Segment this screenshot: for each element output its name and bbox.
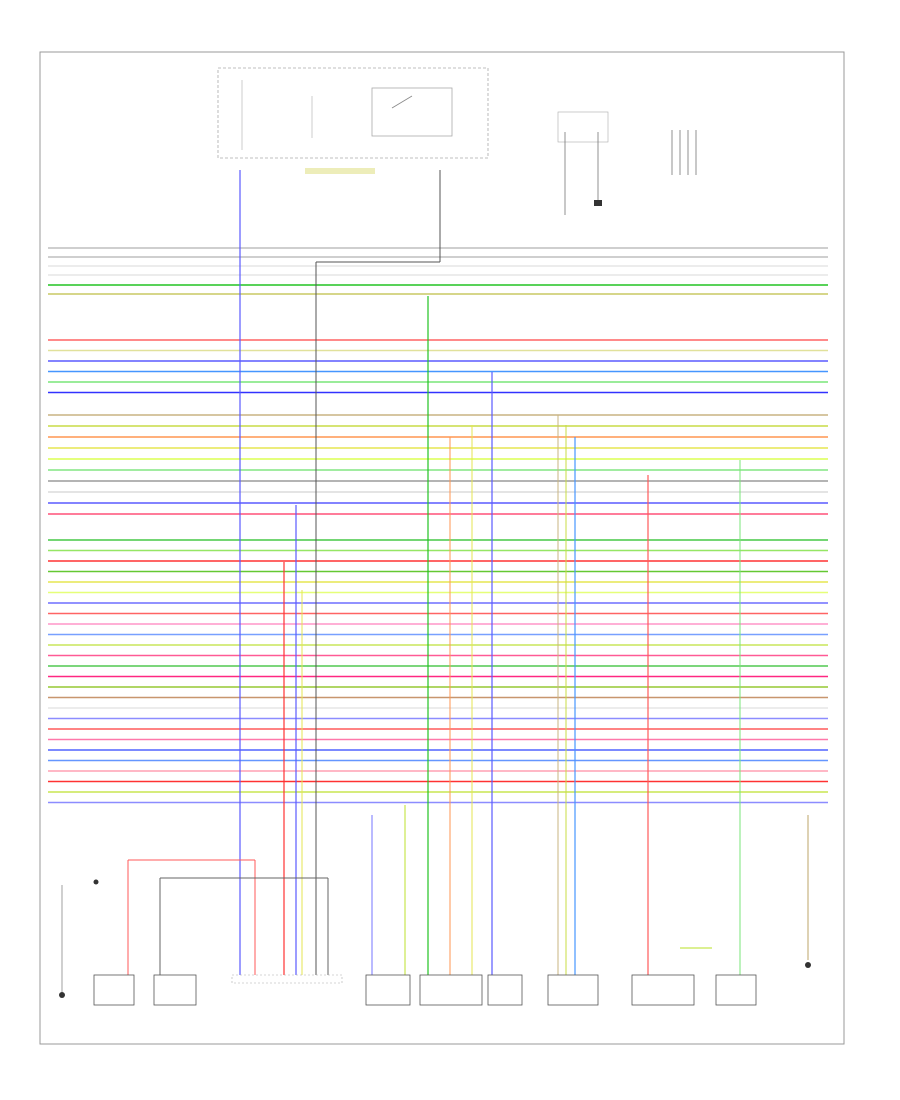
sensor-connector bbox=[671, 130, 697, 175]
wire-bus-group bbox=[48, 247, 828, 804]
connector-icon bbox=[365, 974, 411, 1006]
combination-meter bbox=[419, 974, 483, 1006]
component-box bbox=[153, 974, 197, 1006]
speed-sensor-box bbox=[547, 974, 599, 1006]
ecm-connector bbox=[231, 974, 343, 984]
vertical-wire-group bbox=[127, 170, 809, 975]
fuse-relay-box bbox=[217, 67, 489, 159]
switch-connector bbox=[557, 111, 609, 215]
stop-light-switch bbox=[631, 947, 712, 1006]
bottom-components bbox=[59, 879, 811, 1006]
sensor-icon bbox=[93, 879, 135, 1006]
fuse-box-icon bbox=[241, 80, 375, 174]
ground-icon bbox=[59, 885, 65, 998]
diagram-frame bbox=[39, 51, 845, 1045]
ground-icon bbox=[805, 962, 811, 968]
meter-display bbox=[487, 974, 523, 1006]
relay-switch-icon bbox=[371, 87, 453, 137]
stop-light-connector bbox=[715, 974, 757, 1006]
